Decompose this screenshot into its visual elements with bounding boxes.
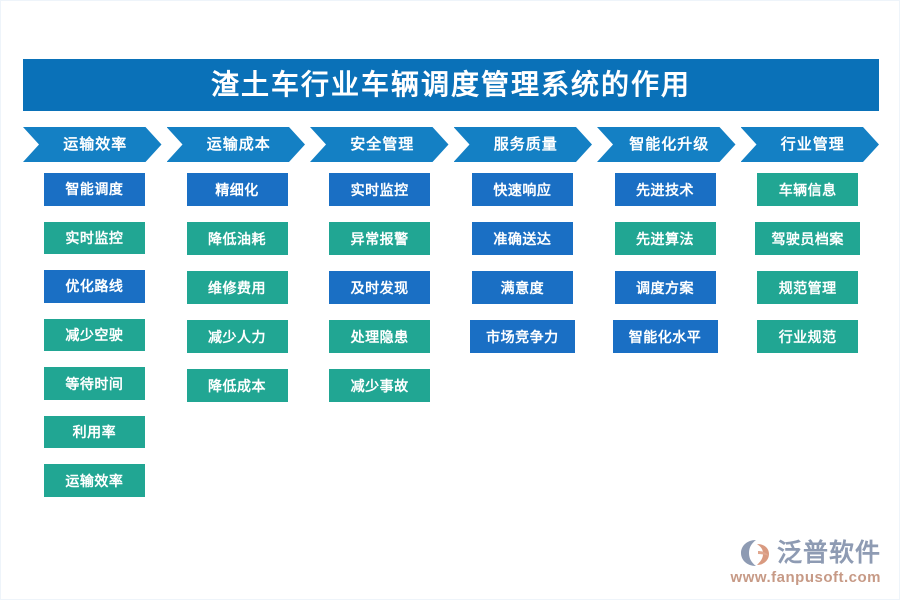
item-box[interactable]: 优化路线 (43, 270, 145, 303)
item-label: 调度方案 (636, 279, 695, 296)
item-box[interactable]: 等待时间 (43, 367, 145, 400)
item-label: 市场竞争力 (486, 328, 559, 345)
item-label: 减少人力 (208, 328, 266, 345)
item-label: 降低油耗 (208, 230, 266, 247)
category-column-4: 快速响应准确送达满意度市场竞争力 (451, 173, 594, 513)
item-label: 及时发现 (350, 279, 409, 296)
item-box[interactable]: 异常报警 (329, 222, 431, 255)
category-column-2: 精细化降低油耗维修费用减少人力降低成本 (166, 173, 309, 513)
item-box[interactable]: 满意度 (471, 271, 573, 304)
item-box[interactable]: 降低油耗 (186, 222, 288, 255)
item-label: 智能调度 (65, 181, 124, 198)
item-box[interactable]: 规范管理 (757, 271, 859, 304)
item-label: 准确送达 (493, 230, 552, 247)
item-box[interactable]: 处理隐患 (329, 320, 431, 353)
category-columns: 智能调度实时监控优化路线减少空驶等待时间利用率运输效率精细化降低油耗维修费用减少… (23, 173, 879, 513)
item-label: 行业规范 (778, 328, 837, 345)
item-label: 精细化 (215, 181, 259, 198)
item-label: 利用率 (72, 424, 117, 441)
item-box[interactable]: 维修费用 (186, 271, 288, 304)
brand-logo: 泛普软件 www.fanpusoft.com (731, 538, 881, 585)
item-label: 处理隐患 (350, 328, 409, 345)
category-chevron-label: 安全管理 (350, 136, 415, 153)
item-label: 减少事故 (350, 377, 409, 394)
category-chevron-band: 运输效率 运输成本 安全管理 服务质量 智能化升级 行业管理 (23, 127, 879, 162)
title-banner: 渣土车行业车辆调度管理系统的作用 (23, 59, 879, 111)
logo-row: 泛普软件 (739, 538, 881, 568)
item-box[interactable]: 市场竞争力 (469, 320, 575, 353)
category-chevron-1[interactable]: 运输效率 (23, 127, 162, 162)
item-box[interactable]: 先进算法 (614, 222, 716, 255)
item-box[interactable]: 及时发现 (329, 271, 431, 304)
item-label: 实时监控 (350, 181, 409, 198)
logo-company-name: 泛普软件 (776, 538, 881, 567)
category-chevron-label: 智能化升级 (629, 136, 710, 153)
item-box[interactable]: 智能化水平 (612, 320, 718, 353)
category-column-1: 智能调度实时监控优化路线减少空驶等待时间利用率运输效率 (23, 173, 166, 513)
item-label: 维修费用 (208, 279, 266, 296)
item-box[interactable]: 降低成本 (186, 369, 288, 402)
category-chevron-2[interactable]: 运输成本 (167, 127, 306, 162)
item-label: 等待时间 (65, 375, 124, 392)
item-box[interactable]: 运输效率 (43, 464, 145, 498)
category-column-6: 车辆信息驾驶员档案规范管理行业规范 (736, 173, 879, 513)
category-column-5: 先进技术先进算法调度方案智能化水平 (594, 173, 737, 513)
item-label: 规范管理 (778, 279, 837, 296)
item-box[interactable]: 驾驶员档案 (755, 222, 861, 255)
category-chevron-label: 服务质量 (493, 136, 558, 153)
item-label: 驾驶员档案 (771, 230, 844, 247)
item-label: 快速响应 (493, 181, 552, 198)
page-title: 渣土车行业车辆调度管理系统的作用 (210, 69, 691, 100)
item-label: 先进技术 (636, 181, 695, 198)
category-chevron-label: 行业管理 (780, 136, 845, 153)
item-label: 优化路线 (65, 278, 124, 295)
category-chevron-3[interactable]: 安全管理 (310, 127, 449, 162)
category-chevron-label: 运输效率 (63, 136, 128, 153)
item-label: 减少空驶 (65, 327, 124, 344)
item-label: 先进算法 (636, 230, 695, 247)
item-label: 智能化水平 (628, 328, 702, 345)
item-box[interactable]: 智能调度 (43, 173, 145, 206)
item-box[interactable]: 利用率 (43, 415, 145, 449)
item-box[interactable]: 精细化 (186, 173, 288, 206)
item-box[interactable]: 车辆信息 (757, 173, 859, 206)
item-label: 实时监控 (65, 229, 124, 246)
item-box[interactable]: 准确送达 (471, 222, 573, 255)
item-box[interactable]: 减少事故 (329, 369, 431, 402)
item-box[interactable]: 减少人力 (186, 320, 288, 353)
item-label: 车辆信息 (778, 181, 837, 198)
item-box[interactable]: 实时监控 (329, 173, 431, 206)
item-label: 运输效率 (65, 472, 124, 489)
item-box[interactable]: 实时监控 (43, 221, 145, 255)
category-chevron-5[interactable]: 智能化升级 (597, 127, 736, 162)
item-label: 降低成本 (208, 377, 266, 394)
item-box[interactable]: 减少空驶 (43, 318, 145, 352)
category-chevron-label: 运输成本 (206, 136, 271, 153)
logo-website-url: www.fanpusoft.com (730, 569, 881, 586)
fanpu-logo-icon (740, 540, 769, 566)
item-box[interactable]: 行业规范 (757, 320, 859, 353)
item-box[interactable]: 调度方案 (614, 271, 716, 304)
category-column-3: 实时监控异常报警及时发现处理隐患减少事故 (308, 173, 451, 513)
item-label: 异常报警 (350, 230, 409, 247)
category-chevron-4[interactable]: 服务质量 (454, 127, 593, 162)
category-chevron-6[interactable]: 行业管理 (741, 127, 880, 162)
item-box[interactable]: 先进技术 (614, 173, 716, 206)
item-label: 满意度 (500, 279, 545, 296)
item-box[interactable]: 快速响应 (471, 173, 573, 206)
